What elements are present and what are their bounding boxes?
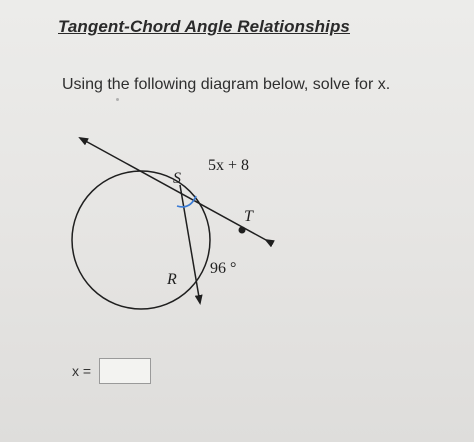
label-angle-expression: 5x + 8 xyxy=(208,157,249,174)
angle-marker-arc xyxy=(176,195,197,208)
label-point-s: S xyxy=(173,170,181,187)
chord-line xyxy=(179,184,203,305)
circle xyxy=(71,170,211,310)
cursor-mark xyxy=(116,98,119,101)
answer-label: x = xyxy=(72,363,92,379)
label-arc-measure: 96 ° xyxy=(210,260,236,277)
answer-input[interactable] xyxy=(99,358,152,384)
point-t-dot xyxy=(238,226,246,234)
page-title: Tangent-Chord Angle Relationships xyxy=(58,17,350,36)
question-instruction: Using the following diagram below, solve… xyxy=(62,76,391,93)
label-point-t: T xyxy=(244,208,254,225)
label-point-r: R xyxy=(166,271,177,288)
answer-row: x = xyxy=(72,358,152,384)
tangent-line xyxy=(78,137,275,248)
